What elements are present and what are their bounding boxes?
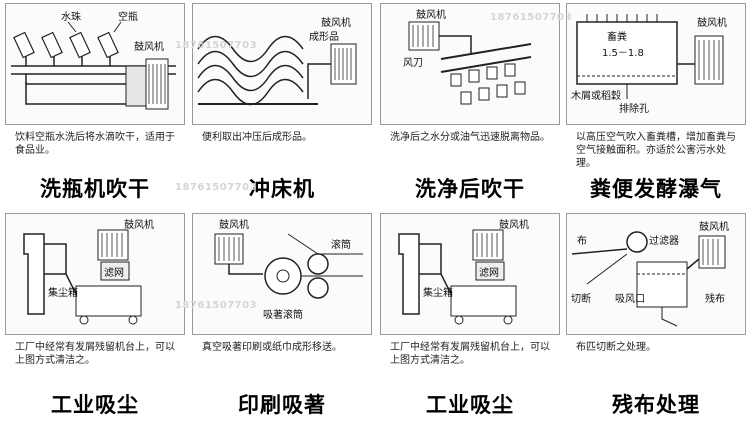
- diagram-print-suction: 鼓风机 滚筒 吸著滚筒: [192, 213, 372, 335]
- label-manure: 畜粪: [607, 30, 627, 43]
- panel-industrial-dust-1: 鼓风机 滤网 集尘箱 工厂中经常有发屑残留机台上，可以上图方式清洁之。 工业吸尘: [5, 213, 185, 418]
- label-depth-ratio: 1.5－1.8: [602, 48, 644, 59]
- panel-description: 以高压空气吹入畜粪槽，增加畜粪与空气接触面积。亦适於公害污水处理。: [576, 132, 736, 169]
- panel-title: 冲床机: [249, 177, 315, 201]
- panel-description: 饮料空瓶水洗后将水滴吹干，适用于食品业。: [15, 132, 175, 156]
- panel-post-wash-dry: 鼓风机 风刀 洗净后之水分或油气迅速脱离物品。 洗净后吹干: [380, 3, 560, 208]
- diagram-manure-aeration: 畜粪 1.5－1.8 鼓风机 木屑或稻穀 排除孔: [566, 3, 746, 125]
- manure-aeration-drawing: 畜粪 1.5－1.8 鼓风机 木屑或稻穀 排除孔: [571, 14, 727, 115]
- panel-waste-cloth: 布 过滤器 鼓风机 切断 吸风口 残布 布匹切断之处理。 残布处理: [566, 213, 746, 418]
- label-blower: 鼓风机: [416, 8, 446, 21]
- panel-title: 洗净后吹干: [415, 177, 525, 201]
- diagram-punch-press: 鼓风机 成形品: [192, 3, 372, 125]
- panel-title: 工业吸尘: [51, 393, 139, 417]
- panel-description: 工厂中经常有发屑残留机台上，可以上图方式清洁之。: [15, 342, 175, 366]
- industrial-dust-drawing-2: 鼓风机 滤网 集尘箱: [398, 218, 529, 325]
- panel-title: 工业吸尘: [426, 393, 514, 417]
- panel-title: 粪便发酵瀑气: [590, 177, 722, 201]
- label-cut: 切断: [571, 292, 591, 305]
- print-suction-drawing: 鼓风机 滚筒 吸著滚筒: [214, 218, 363, 321]
- diagram-industrial-dust-2: 鼓风机 滤网 集尘箱: [380, 213, 560, 335]
- diagram-industrial-dust-1: 鼓风机 滤网 集尘箱: [5, 213, 185, 335]
- panel-punch-press: 鼓风机 成形品 便利取出冲压后成形品。 冲床机: [192, 3, 372, 208]
- watermark: 18761507703: [175, 40, 258, 51]
- panel-description: 真空吸著印刷或纸巾成形移送。: [202, 342, 342, 353]
- label-filter-mesh: 滤网: [479, 266, 499, 279]
- panel-manure-aeration: 畜粪 1.5－1.8 鼓风机 木屑或稻穀 排除孔 以高压空气吹入畜粪槽，增加畜粪…: [566, 3, 746, 208]
- panel-title: 残布处理: [612, 393, 700, 417]
- panel-title: 印刷吸著: [238, 393, 326, 417]
- waste-cloth-drawing: 布 过滤器 鼓风机 切断 吸风口 残布: [571, 220, 729, 327]
- panel-bottle-washer: 水珠 空瓶 鼓风机 饮料空瓶水洗后将水滴吹干，适用于食品业。 洗瓶机吹干: [5, 3, 185, 208]
- label-blower: 鼓风机: [697, 16, 727, 29]
- panel-description: 工厂中经常有发屑残留机台上，可以上图方式清洁之。: [390, 342, 550, 366]
- label-drain-hole: 排除孔: [619, 102, 649, 115]
- label-air-knife: 风刀: [403, 57, 423, 69]
- label-dust-box: 集尘箱: [48, 286, 78, 299]
- panel-description: 便利取出冲压后成形品。: [202, 132, 312, 143]
- panel-industrial-dust-2: 鼓风机 滤网 集尘箱 工厂中经常有发屑残留机台上，可以上图方式清洁之。 工业吸尘: [380, 213, 560, 418]
- diagram-post-wash-dry: 鼓风机 风刀: [380, 3, 560, 125]
- label-blower: 鼓风机: [219, 218, 249, 231]
- panel-description: 洗净后之水分或油气迅速脱离物品。: [390, 132, 550, 143]
- panel-title: 洗瓶机吹干: [40, 177, 150, 201]
- bottle-washer-drawing: 水珠 空瓶 鼓风机: [11, 10, 176, 110]
- punch-press-drawing: 鼓风机 成形品: [197, 16, 357, 106]
- diagram-bottle-washer: 水珠 空瓶 鼓风机: [5, 3, 185, 125]
- label-formed-product: 成形品: [309, 31, 339, 43]
- label-suction-port: 吸风口: [615, 293, 645, 305]
- watermark: 18761507703: [175, 182, 258, 193]
- label-blower: 鼓风机: [499, 218, 529, 231]
- label-filter-mesh: 滤网: [104, 266, 124, 279]
- diagram-waste-cloth: 布 过滤器 鼓风机 切断 吸风口 残布: [566, 213, 746, 335]
- label-blower: 鼓风机: [321, 16, 351, 29]
- post-wash-dry-drawing: 鼓风机 风刀: [403, 8, 532, 105]
- label-roller: 滚筒: [331, 238, 351, 251]
- label-suction-roller: 吸著滚筒: [263, 308, 303, 321]
- label-empty-bottle: 空瓶: [118, 10, 138, 23]
- label-waste-cloth: 残布: [705, 292, 725, 305]
- label-sawdust: 木屑或稻穀: [571, 89, 621, 102]
- label-dust-box: 集尘箱: [423, 286, 453, 299]
- label-blower: 鼓风机: [134, 40, 164, 53]
- label-filter: 过滤器: [649, 234, 679, 247]
- watermark: 18761507703: [175, 300, 258, 311]
- label-cloth: 布: [577, 235, 587, 247]
- industrial-dust-drawing-1: 鼓风机 滤网 集尘箱: [23, 218, 154, 325]
- panel-print-suction: 鼓风机 滚筒 吸著滚筒 真空吸著印刷或纸巾成形移送。 印刷吸著: [192, 213, 372, 418]
- label-water-drops: 水珠: [61, 10, 81, 23]
- watermark: 18761507703: [490, 12, 573, 23]
- label-blower: 鼓风机: [699, 220, 729, 233]
- panel-description: 布匹切断之处理。: [576, 342, 656, 353]
- label-blower: 鼓风机: [124, 218, 154, 231]
